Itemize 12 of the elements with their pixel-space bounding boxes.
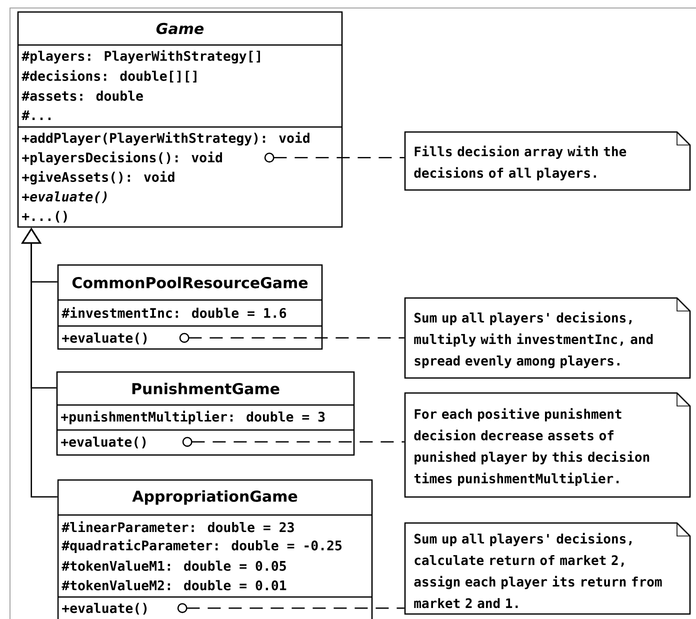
class-box: PunishmentGame +punishmentMultiplier: double = 3 +evaluate() xyxy=(56,371,355,456)
note-box: Sum up all players' decisions, calculate return of market 2, assign each player its return from market 2 and 1. xyxy=(404,522,691,615)
note-connector xyxy=(182,436,404,447)
class-box: CommonPoolResourceGame #investmentInc: double = 1.6 +evaluate() xyxy=(57,264,323,350)
class-box: Game #players: PlayerWithStrategy[] #decisions: double[][] #assets: double #... +addPlayer(PlayerWithStrategy): void +playersDecisions(): void +giveAssets(): void +evaluate() +...() xyxy=(17,11,343,228)
class-box: AppropriationGame #linearParameter: double = 23 #quadraticParameter: double = -0.25 #tokenValueM1: double = 0.05 #tokenValueM2: double = 0.01 +evaluate() xyxy=(57,479,373,619)
note-box: For each positive punishment decision decrease assets of punished player by this decision times punishmentMultiplier. xyxy=(404,392,691,498)
note-box: Sum up all players' decisions, multiply with investmentInc, and spread evenly among players. xyxy=(404,297,691,379)
note-connector xyxy=(264,152,404,163)
note-connector xyxy=(179,332,404,343)
note-connector xyxy=(177,603,404,614)
note-box: Fills decision array with the decisions of all players. xyxy=(404,131,691,191)
